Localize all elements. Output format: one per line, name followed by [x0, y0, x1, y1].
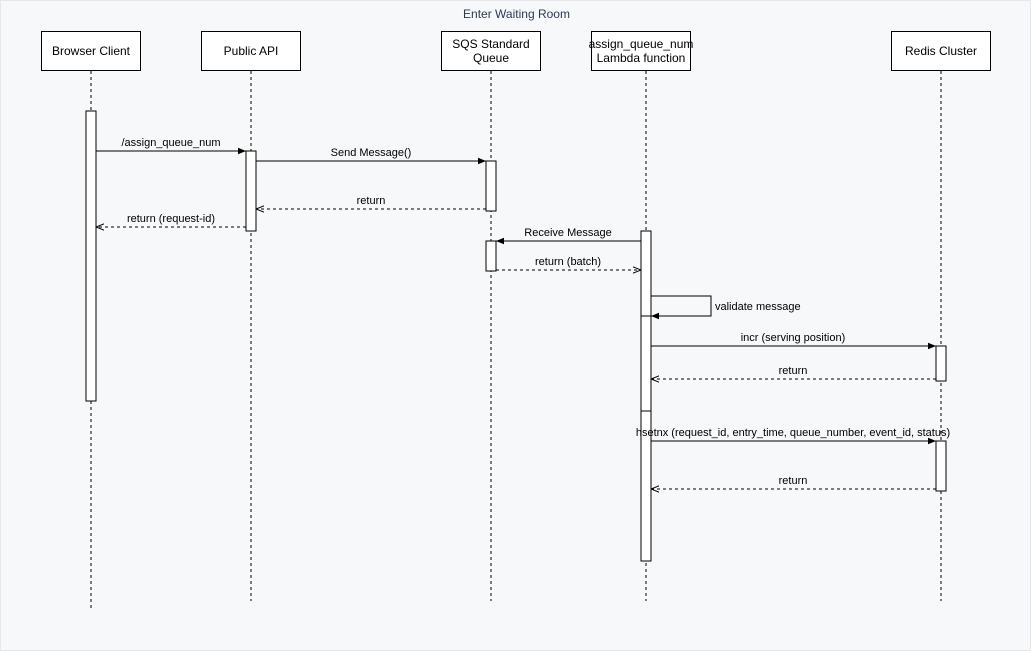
activation-sqs-receive: [485, 240, 497, 272]
diagram-title: Enter Waiting Room: [463, 7, 570, 21]
message-return-incr-label: return: [779, 365, 808, 377]
actor-browser-client: Browser Client: [41, 31, 141, 71]
message-return-batch-label: return (batch): [535, 256, 601, 268]
activation-browser-client: [85, 110, 97, 402]
message-return-request-id-label: return (request-id): [127, 213, 215, 225]
message-assign-queue-num-label: /assign_queue_num: [121, 137, 220, 149]
activation-lambda-validate: [640, 315, 652, 412]
message-incr-label: incr (serving position): [741, 332, 846, 344]
message-return-hsetnx-label: return: [779, 475, 808, 487]
message-return-sqs-label: return: [357, 195, 386, 207]
actor-sqs-standard-queue: SQS Standard Queue: [441, 31, 541, 71]
message-hsetnx-label: hsetnx (request_id, entry_time, queue_nu…: [636, 427, 950, 439]
message-validate-label: validate message: [715, 301, 801, 313]
actor-public-api: Public API: [201, 31, 301, 71]
activation-public-api: [245, 150, 257, 232]
message-receive-message-label: Receive Message: [524, 227, 611, 239]
activation-sqs-send: [485, 160, 497, 212]
message-send-message-label: Send Message(): [331, 147, 412, 159]
activation-redis-incr: [935, 345, 947, 382]
message-validate-self-arrow: [651, 295, 712, 320]
actor-redis-cluster: Redis Cluster: [891, 31, 991, 71]
activation-redis-hsetnx: [935, 440, 947, 492]
actor-assign-queue-num-lambda: assign_queue_num Lambda function: [589, 31, 693, 71]
